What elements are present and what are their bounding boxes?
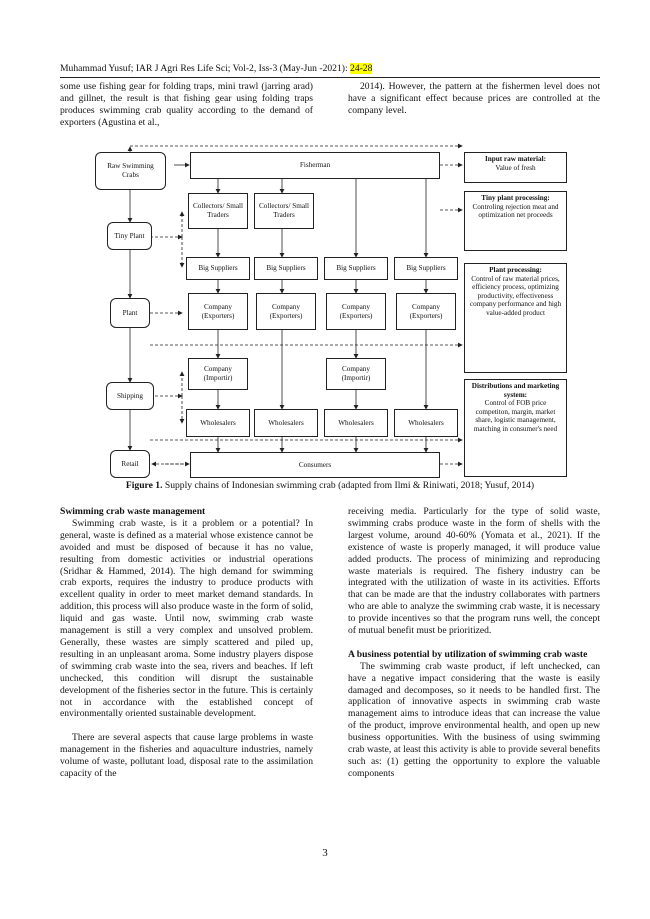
section-heading-waste-management: Swimming crab waste management bbox=[60, 506, 206, 517]
tiny-plant-node: Tiny Plant bbox=[107, 222, 152, 250]
section-heading-business-potential: A business potential by utilization of s… bbox=[348, 648, 588, 660]
plant-node: Plant bbox=[110, 298, 150, 328]
top-left-paragraph: some use fishing gear for folding traps,… bbox=[60, 81, 313, 128]
distributions-marketing-box: Distributions and marketing system: Cont… bbox=[464, 379, 567, 477]
consumers-node: Consumers bbox=[190, 452, 440, 478]
tiny-plant-processing-title: Tiny plant processing: bbox=[481, 194, 550, 202]
input-raw-material-title: Input raw material: bbox=[484, 155, 547, 163]
big-suppliers-node-4: Big Suppliers bbox=[394, 257, 458, 280]
plant-processing-body: Control of raw material prices, efficien… bbox=[469, 274, 562, 317]
tiny-plant-processing-body: Controling rejection meat and optimizati… bbox=[472, 202, 559, 220]
top-right-paragraph: 2014). However, the pattern at the fishe… bbox=[348, 81, 600, 116]
fisherman-node: Fisherman bbox=[190, 152, 440, 179]
running-head-text: Muhammad Yusuf; IAR J Agri Res Life Sci;… bbox=[60, 63, 351, 74]
input-raw-material-box: Input raw material: Value of fresh bbox=[464, 152, 567, 183]
wholesalers-node-3: Wholesalers bbox=[324, 409, 388, 437]
wholesalers-node-1: Wholesalers bbox=[186, 409, 250, 437]
big-suppliers-node-1: Big Suppliers bbox=[186, 257, 250, 280]
collectors-node-1: Collectors/ Small Traders bbox=[188, 193, 248, 229]
company-exporters-node-3: Company (Exporters) bbox=[326, 293, 386, 330]
raw-swimming-crabs-node: Raw Swimming Crabs bbox=[95, 152, 166, 190]
header-rule bbox=[60, 77, 600, 78]
retail-node: Retail bbox=[110, 450, 150, 478]
company-importir-node-1: Company (Importir) bbox=[188, 358, 248, 390]
company-importir-node-2: Company (Importir) bbox=[326, 358, 386, 390]
figure-label: Figure 1. bbox=[125, 480, 163, 491]
left-paragraph-1: Swimming crab waste, is it a problem or … bbox=[60, 517, 313, 720]
top-right-text-block: 2014). However, the pattern at the fishe… bbox=[348, 81, 600, 117]
running-header: Muhammad Yusuf; IAR J Agri Res Life Sci;… bbox=[60, 63, 600, 74]
wholesalers-node-2: Wholesalers bbox=[254, 409, 318, 437]
figure-caption: Figure 1. Supply chains of Indonesian sw… bbox=[60, 480, 600, 491]
left-paragraph-2: There are several aspects that cause lar… bbox=[60, 732, 313, 779]
company-exporters-node-4: Company (Exporters) bbox=[396, 293, 456, 330]
distributions-marketing-title: Distributions and marketing system: bbox=[471, 382, 560, 399]
right-paragraph-1: receiving media. Particularly for the ty… bbox=[348, 506, 600, 637]
big-suppliers-node-3: Big Suppliers bbox=[324, 257, 388, 280]
input-raw-material-body: Value of fresh bbox=[495, 163, 536, 172]
big-suppliers-node-2: Big Suppliers bbox=[254, 257, 318, 280]
left-column: Swimming crab waste management Swimming … bbox=[60, 506, 313, 780]
shipping-node: Shipping bbox=[106, 382, 154, 410]
wholesalers-node-4: Wholesalers bbox=[394, 409, 458, 437]
collectors-node-2: Collectors/ Small Traders bbox=[254, 193, 314, 229]
tiny-plant-processing-box: Tiny plant processing: Controling reject… bbox=[464, 191, 567, 251]
plant-processing-box: Plant processing: Control of raw materia… bbox=[464, 263, 567, 373]
plant-processing-title: Plant processing: bbox=[489, 266, 542, 274]
right-column: receiving media. Particularly for the ty… bbox=[348, 506, 600, 780]
right-paragraph-2: The swimming crab waste product, if left… bbox=[348, 660, 600, 779]
distributions-marketing-body: Control of FOB price competiton, margin,… bbox=[473, 399, 558, 433]
page-range-highlight: 24-28 bbox=[350, 63, 373, 74]
company-exporters-node-2: Company (Exporters) bbox=[256, 293, 316, 330]
company-exporters-node-1: Company (Exporters) bbox=[188, 293, 248, 330]
page-number: 3 bbox=[322, 847, 328, 859]
figure-caption-text: Supply chains of Indonesian swimming cra… bbox=[162, 480, 535, 491]
top-left-text-block: some use fishing gear for folding traps,… bbox=[60, 81, 313, 129]
